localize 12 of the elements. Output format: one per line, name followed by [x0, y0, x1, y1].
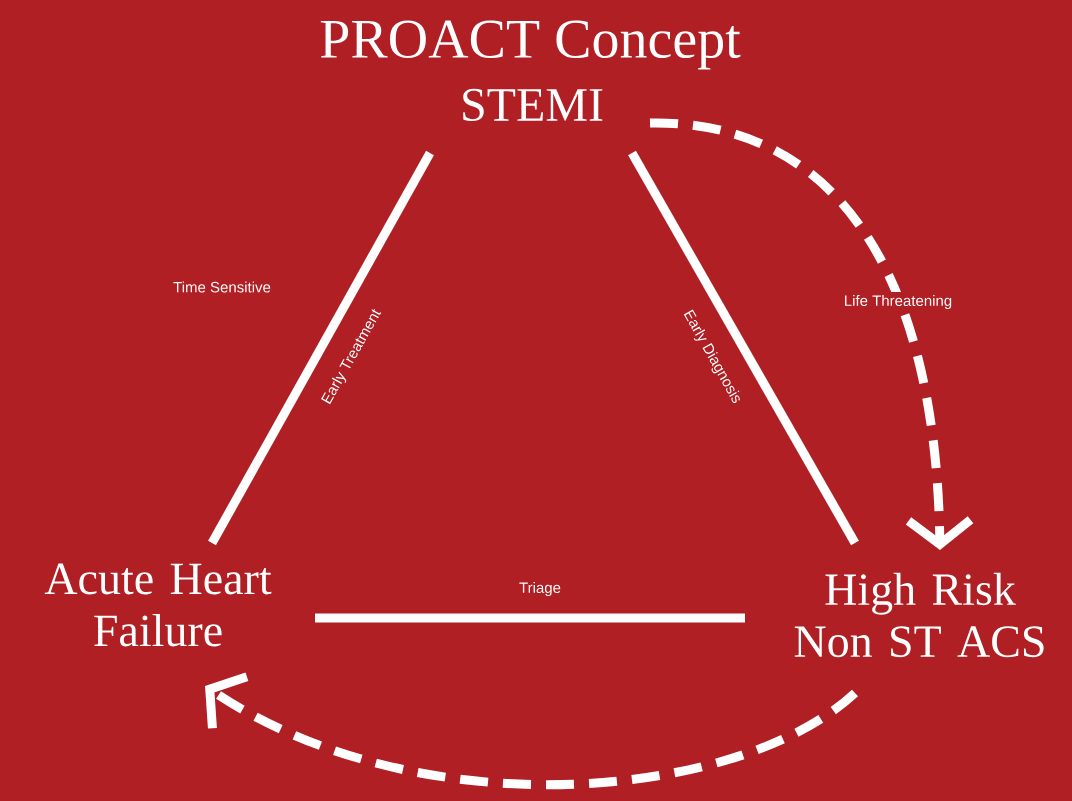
node-label: High Risk Non ST ACS [794, 572, 1044, 658]
edge-label: Life Threatening [840, 292, 956, 312]
node-label: Acute Heart Failure [44, 563, 272, 647]
node-label: STEMI [463, 88, 603, 122]
title: PROACT Concept [320, 20, 741, 70]
edge-label: Triage [516, 579, 564, 599]
connector-line [628, 150, 859, 546]
connector-line [315, 613, 745, 623]
connector-line [208, 150, 434, 546]
dashed-arrow [649, 118, 974, 550]
dashed-arrow [205, 672, 858, 789]
note-label: Time Sensitive [173, 281, 271, 293]
